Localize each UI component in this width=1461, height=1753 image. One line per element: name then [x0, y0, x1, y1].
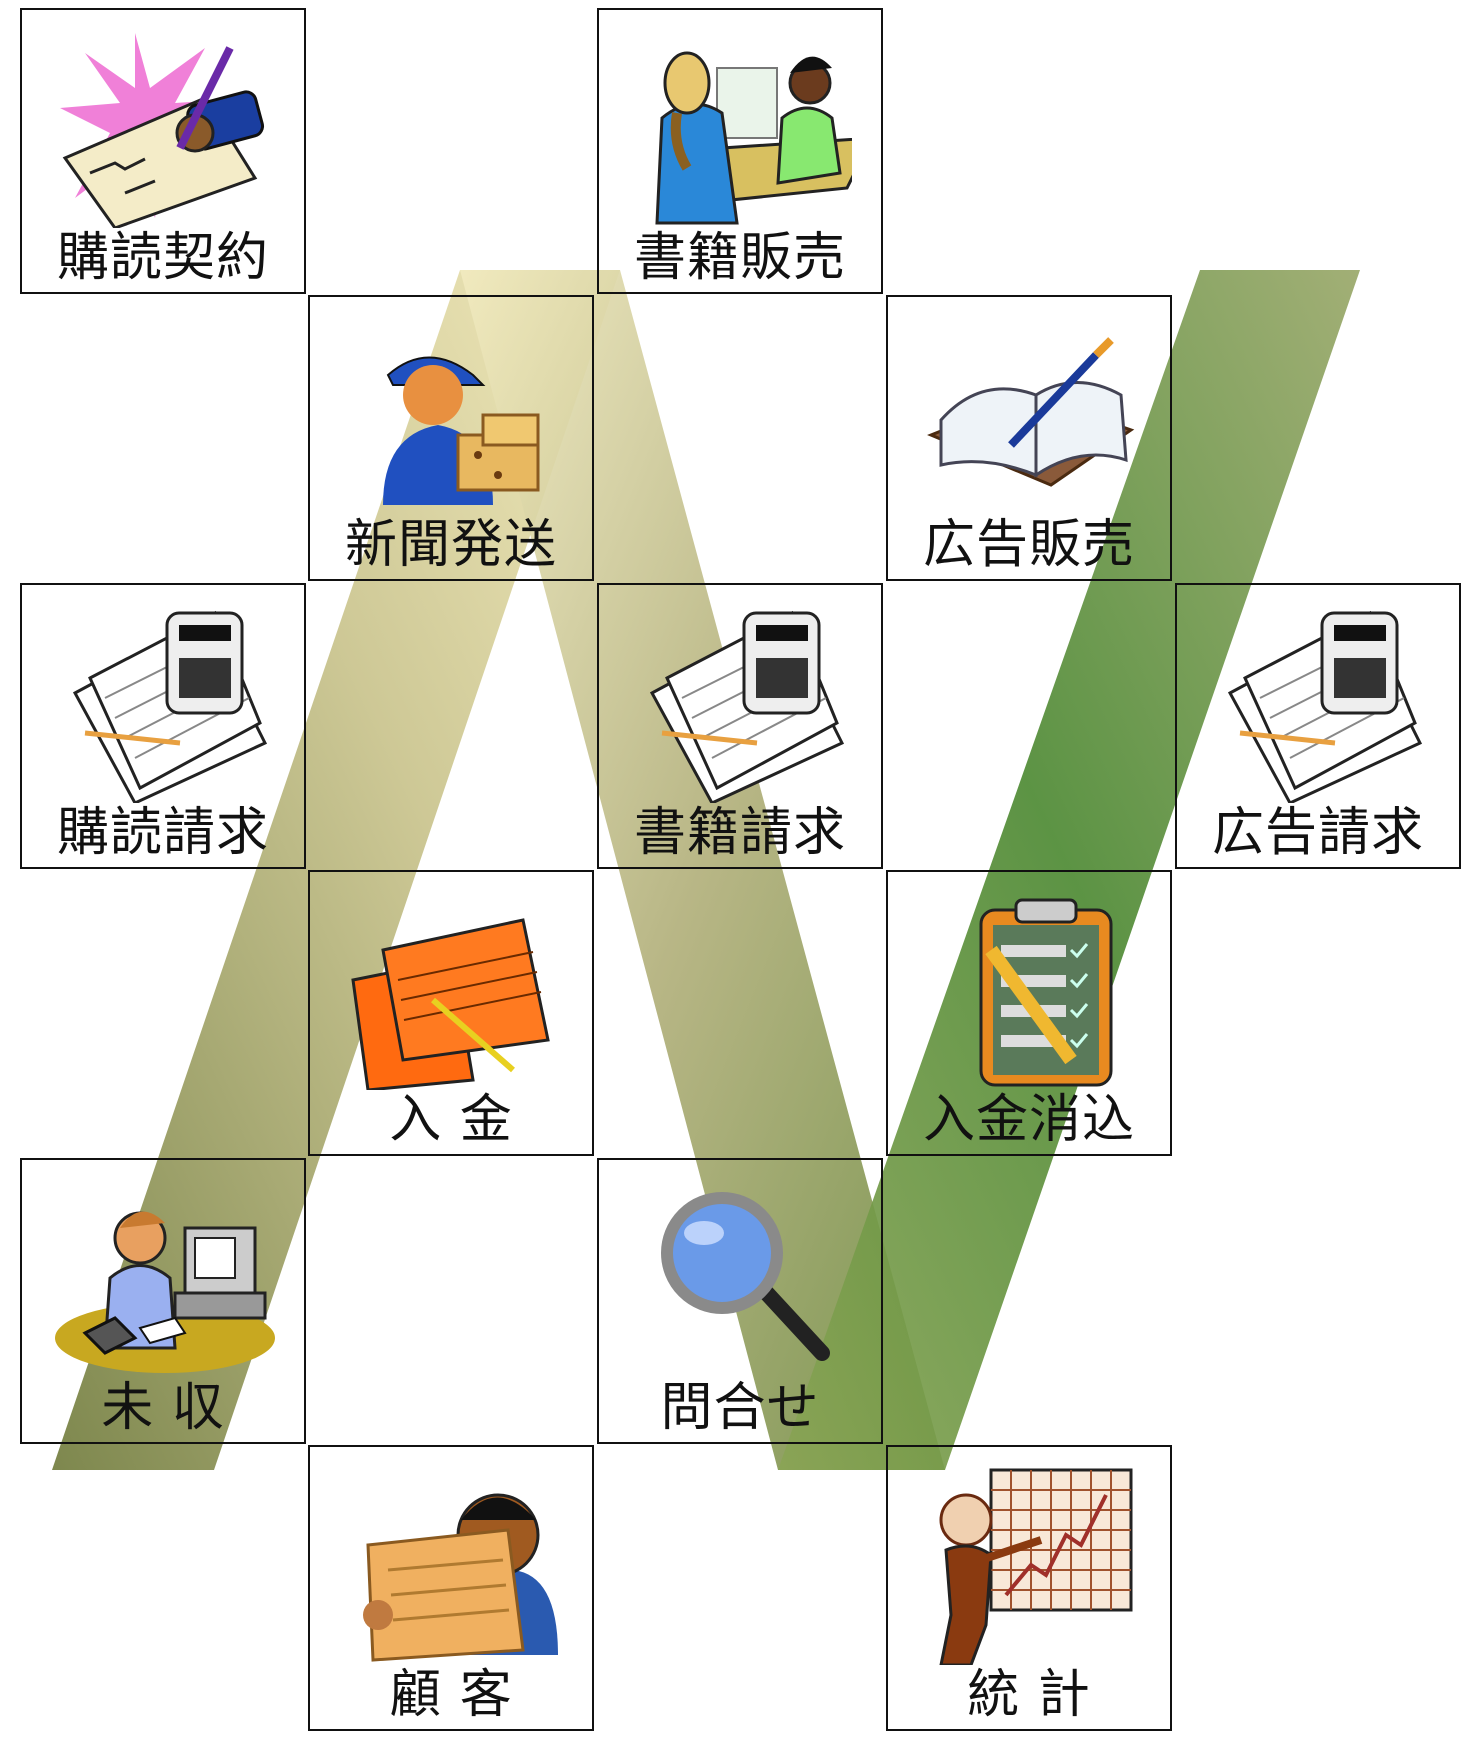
tile-label: 書籍請求 [633, 803, 846, 863]
tile-label: 広告販売 [922, 515, 1135, 575]
checklist-clipboard-icon [979, 898, 1113, 1087]
tile-label: 顧 客 [389, 1665, 513, 1725]
tile-subscription-billing[interactable]: 購読請求 [20, 583, 306, 869]
tile-label: 購読契約 [56, 228, 269, 288]
billing-calculator-icon [1227, 610, 1423, 803]
growth-chart-presenter-icon [939, 1468, 1133, 1665]
tile-label: 未 収 [101, 1378, 225, 1438]
tile-payment-receipt[interactable]: 入 金 [308, 870, 594, 1156]
tile-inquiry[interactable]: 問合せ [597, 1158, 883, 1444]
tile-label: 購読請求 [56, 803, 269, 863]
contract-signing-icon [60, 33, 265, 228]
phone-operator-icon [55, 1211, 275, 1373]
tile-label: 入 金 [389, 1090, 513, 1150]
open-ledger-icon [927, 337, 1135, 487]
tile-payment-reconciliation[interactable]: 入金消込 [886, 870, 1172, 1156]
newspaper-reader-icon [363, 1493, 558, 1662]
sales-counter-icon [655, 51, 852, 225]
tile-newspaper-delivery[interactable]: 新聞発送 [308, 295, 594, 581]
tile-ad-billing[interactable]: 広告請求 [1175, 583, 1461, 869]
tile-ad-sales[interactable]: 広告販売 [886, 295, 1172, 581]
tile-subscription-contract[interactable]: 購読契約 [20, 8, 306, 294]
tile-book-sales[interactable]: 書籍販売 [597, 8, 883, 294]
magnifier-icon [661, 1192, 830, 1361]
billing-calculator-icon [649, 610, 845, 803]
band-middle [460, 270, 945, 1470]
tile-label: 入金消込 [922, 1090, 1135, 1150]
tile-outstanding[interactable]: 未 収 [20, 1158, 306, 1444]
tile-label: 広告請求 [1211, 803, 1424, 863]
tile-label: 統 計 [967, 1665, 1091, 1725]
tile-label: 問合せ [660, 1378, 820, 1438]
tile-book-billing[interactable]: 書籍請求 [597, 583, 883, 869]
billing-calculator-icon [72, 610, 268, 803]
tile-label: 書籍販売 [633, 228, 846, 288]
delivery-person-icon [383, 356, 540, 505]
payment-slip-icon [351, 918, 550, 1090]
tile-label: 新聞発送 [344, 515, 557, 575]
tile-customer[interactable]: 顧 客 [308, 1445, 594, 1731]
tile-statistics[interactable]: 統 計 [886, 1445, 1172, 1731]
